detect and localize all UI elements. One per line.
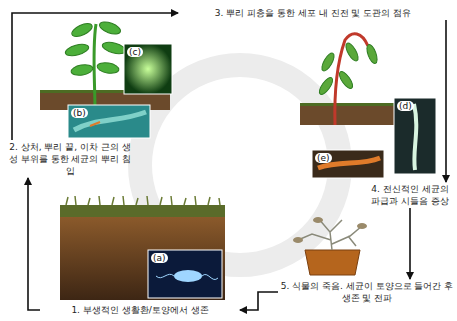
flagellum [156, 274, 218, 279]
cycle-arrow [28, 178, 40, 310]
grass-blades [66, 196, 220, 205]
stage-text: 5. 식물의 죽음. 세균이 토양으로 들어간 후 생존 및 전파 [278, 279, 456, 305]
stage-label: 5. 식물의 죽음. 세균이 토양으로 들어간 후 생존 및 전파 [280, 280, 454, 304]
micrograph-b [68, 105, 150, 138]
leaf [337, 70, 355, 91]
leaf [70, 63, 93, 77]
dead-plant [293, 217, 367, 275]
leaf [96, 61, 119, 75]
micrograph-d [394, 98, 436, 174]
photo-label: (a) [151, 253, 168, 263]
photo-label: (e) [315, 153, 332, 163]
stem [94, 24, 96, 112]
dry-leaf [357, 223, 367, 229]
cycle-arrow [12, 13, 178, 140]
cycle-arrow [409, 208, 411, 279]
photo-label: (d) [397, 101, 414, 111]
stage-text: 2. 상처, 뿌리 끝, 이차 근의 생성 부위를 통한 세균의 뿌리 침입 [5, 140, 135, 178]
pot [305, 250, 360, 275]
micrograph-c [124, 44, 172, 94]
leaf [98, 20, 122, 37]
photo-label: (c) [127, 47, 143, 57]
bacterium [174, 270, 202, 282]
leaf [64, 42, 90, 58]
grass [60, 205, 225, 217]
soil [60, 217, 225, 300]
stage-label: 4. 전신적인 세균의 파급과 시들음 증상 [370, 183, 450, 207]
wilting-plant [300, 34, 436, 178]
stage-label: 1. 부생적인 생활환/토양에서 생존 [42, 304, 238, 316]
cycle-arrow [445, 20, 447, 182]
cycle-arrow [240, 292, 278, 310]
stage-text: 1. 부생적인 생활환/토양에서 생존 [40, 303, 240, 317]
leaf [317, 76, 335, 97]
stage-text: 3. 뿌리 피층을 통한 세포 내 진전 및 도관의 점유 [178, 6, 448, 20]
leaf [320, 51, 337, 72]
photo-label: (b) [71, 108, 88, 118]
micrograph-a [148, 250, 222, 298]
bacterial-ooze [414, 104, 416, 170]
stage-text: 4. 전신적인 세균의 파급과 시들음 증상 [368, 182, 452, 208]
dry-branches [298, 218, 362, 250]
dry-leaf [313, 217, 323, 223]
leaf [365, 43, 379, 65]
bacteria-track [90, 122, 100, 126]
stage-label: 3. 뿌리 피층을 통한 세포 내 진전 및 도관의 점유 [180, 7, 446, 19]
leaf [70, 21, 94, 39]
stage-label: 2. 상처, 뿌리 끝, 이차 근의 생성 부위를 통한 세균의 뿌리 침입 [7, 141, 133, 177]
dry-leaf [293, 237, 303, 243]
micrograph-e [312, 150, 384, 178]
healthy-plant [40, 20, 172, 138]
leaf [101, 40, 127, 56]
soil-block [60, 196, 225, 300]
leaf [344, 41, 361, 62]
stem [335, 34, 368, 125]
